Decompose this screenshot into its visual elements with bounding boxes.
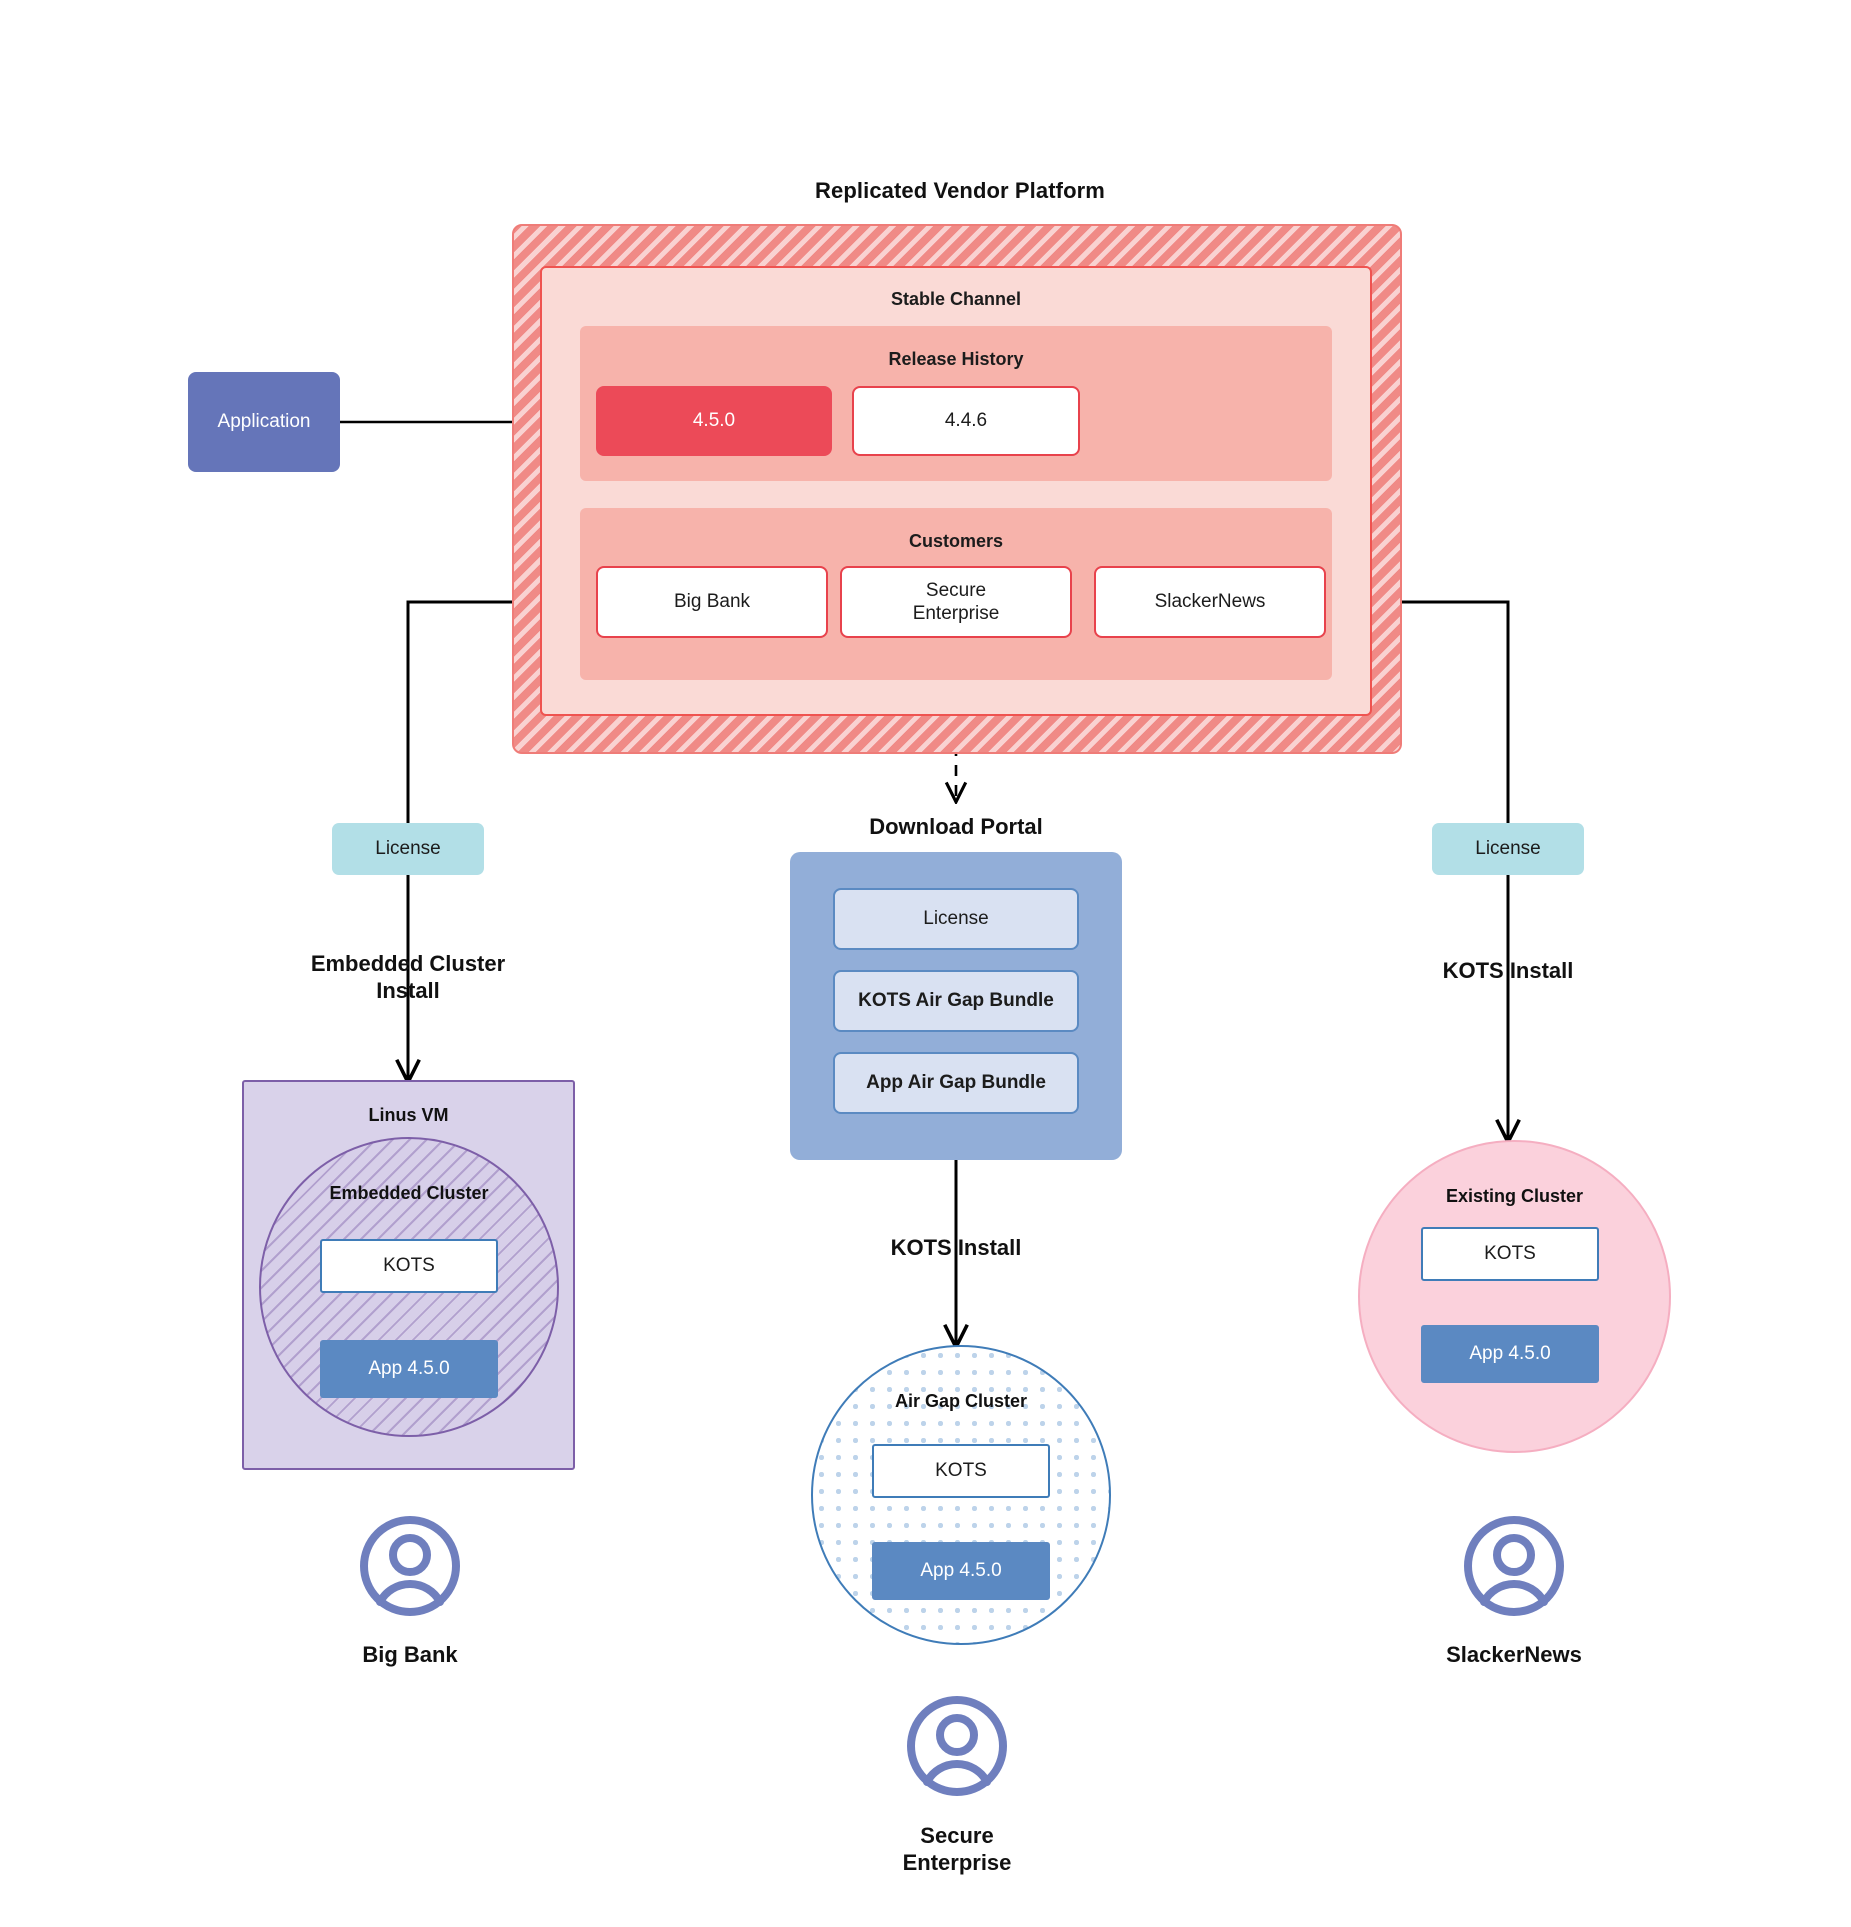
application-node[interactable]: Application: [188, 372, 340, 472]
portal-item-app-air-gap-bundle[interactable]: App Air Gap Bundle: [833, 1052, 1079, 1114]
license-chip-left[interactable]: License: [332, 823, 484, 875]
app-version-box-existing[interactable]: App 4.5.0: [1421, 1325, 1599, 1383]
customers-title: Customers: [908, 531, 1004, 552]
air-gap-cluster-title: Air Gap Cluster: [894, 1391, 1028, 1412]
existing-cluster-title: Existing Cluster: [1445, 1186, 1584, 1207]
portal-item-license[interactable]: License: [833, 888, 1079, 950]
app-version-box-embedded[interactable]: App 4.5.0: [320, 1340, 498, 1398]
existing-cluster-circle: [1358, 1140, 1671, 1453]
portal-item-kots-air-gap-bundle[interactable]: KOTS Air Gap Bundle: [833, 970, 1079, 1032]
embedded-cluster-title: Embedded Cluster: [329, 1183, 489, 1204]
embedded-cluster-install-label: Embedded Cluster Install: [310, 951, 506, 1003]
customer-chip-secure-enterprise[interactable]: Secure Enterprise: [840, 566, 1072, 638]
customer-chip-big-bank[interactable]: Big Bank: [596, 566, 828, 638]
avatar-slackernews: [1462, 1514, 1566, 1618]
persona-label-big-bank: Big Bank: [362, 1641, 458, 1667]
license-chip-right[interactable]: License: [1432, 823, 1584, 875]
kots-box-existing[interactable]: KOTS: [1421, 1227, 1599, 1281]
avatar-big-bank: [358, 1514, 462, 1618]
release-history-title: Release History: [888, 349, 1024, 370]
kots-install-label-center: KOTS Install: [890, 1234, 1022, 1260]
persona-label-slackernews: SlackerNews: [1446, 1641, 1582, 1667]
persona-label-secure-enterprise: Secure Enterprise: [902, 1823, 1012, 1875]
download-portal-title: Download Portal: [869, 813, 1043, 839]
release-chip-previous[interactable]: 4.4.6: [852, 386, 1080, 456]
kots-box-airgap[interactable]: KOTS: [872, 1444, 1050, 1498]
customer-chip-slackernews[interactable]: SlackerNews: [1094, 566, 1326, 638]
stable-channel-title: Stable Channel: [890, 289, 1022, 310]
kots-install-label-right: KOTS Install: [1442, 957, 1574, 983]
release-chip-current[interactable]: 4.5.0: [596, 386, 832, 456]
app-version-box-airgap[interactable]: App 4.5.0: [872, 1542, 1050, 1600]
kots-box-embedded[interactable]: KOTS: [320, 1239, 498, 1293]
linux-vm-title: Linus VM: [368, 1105, 449, 1126]
diagram-title: Replicated Vendor Platform: [815, 177, 1105, 203]
avatar-secure-enterprise: [905, 1694, 1009, 1798]
